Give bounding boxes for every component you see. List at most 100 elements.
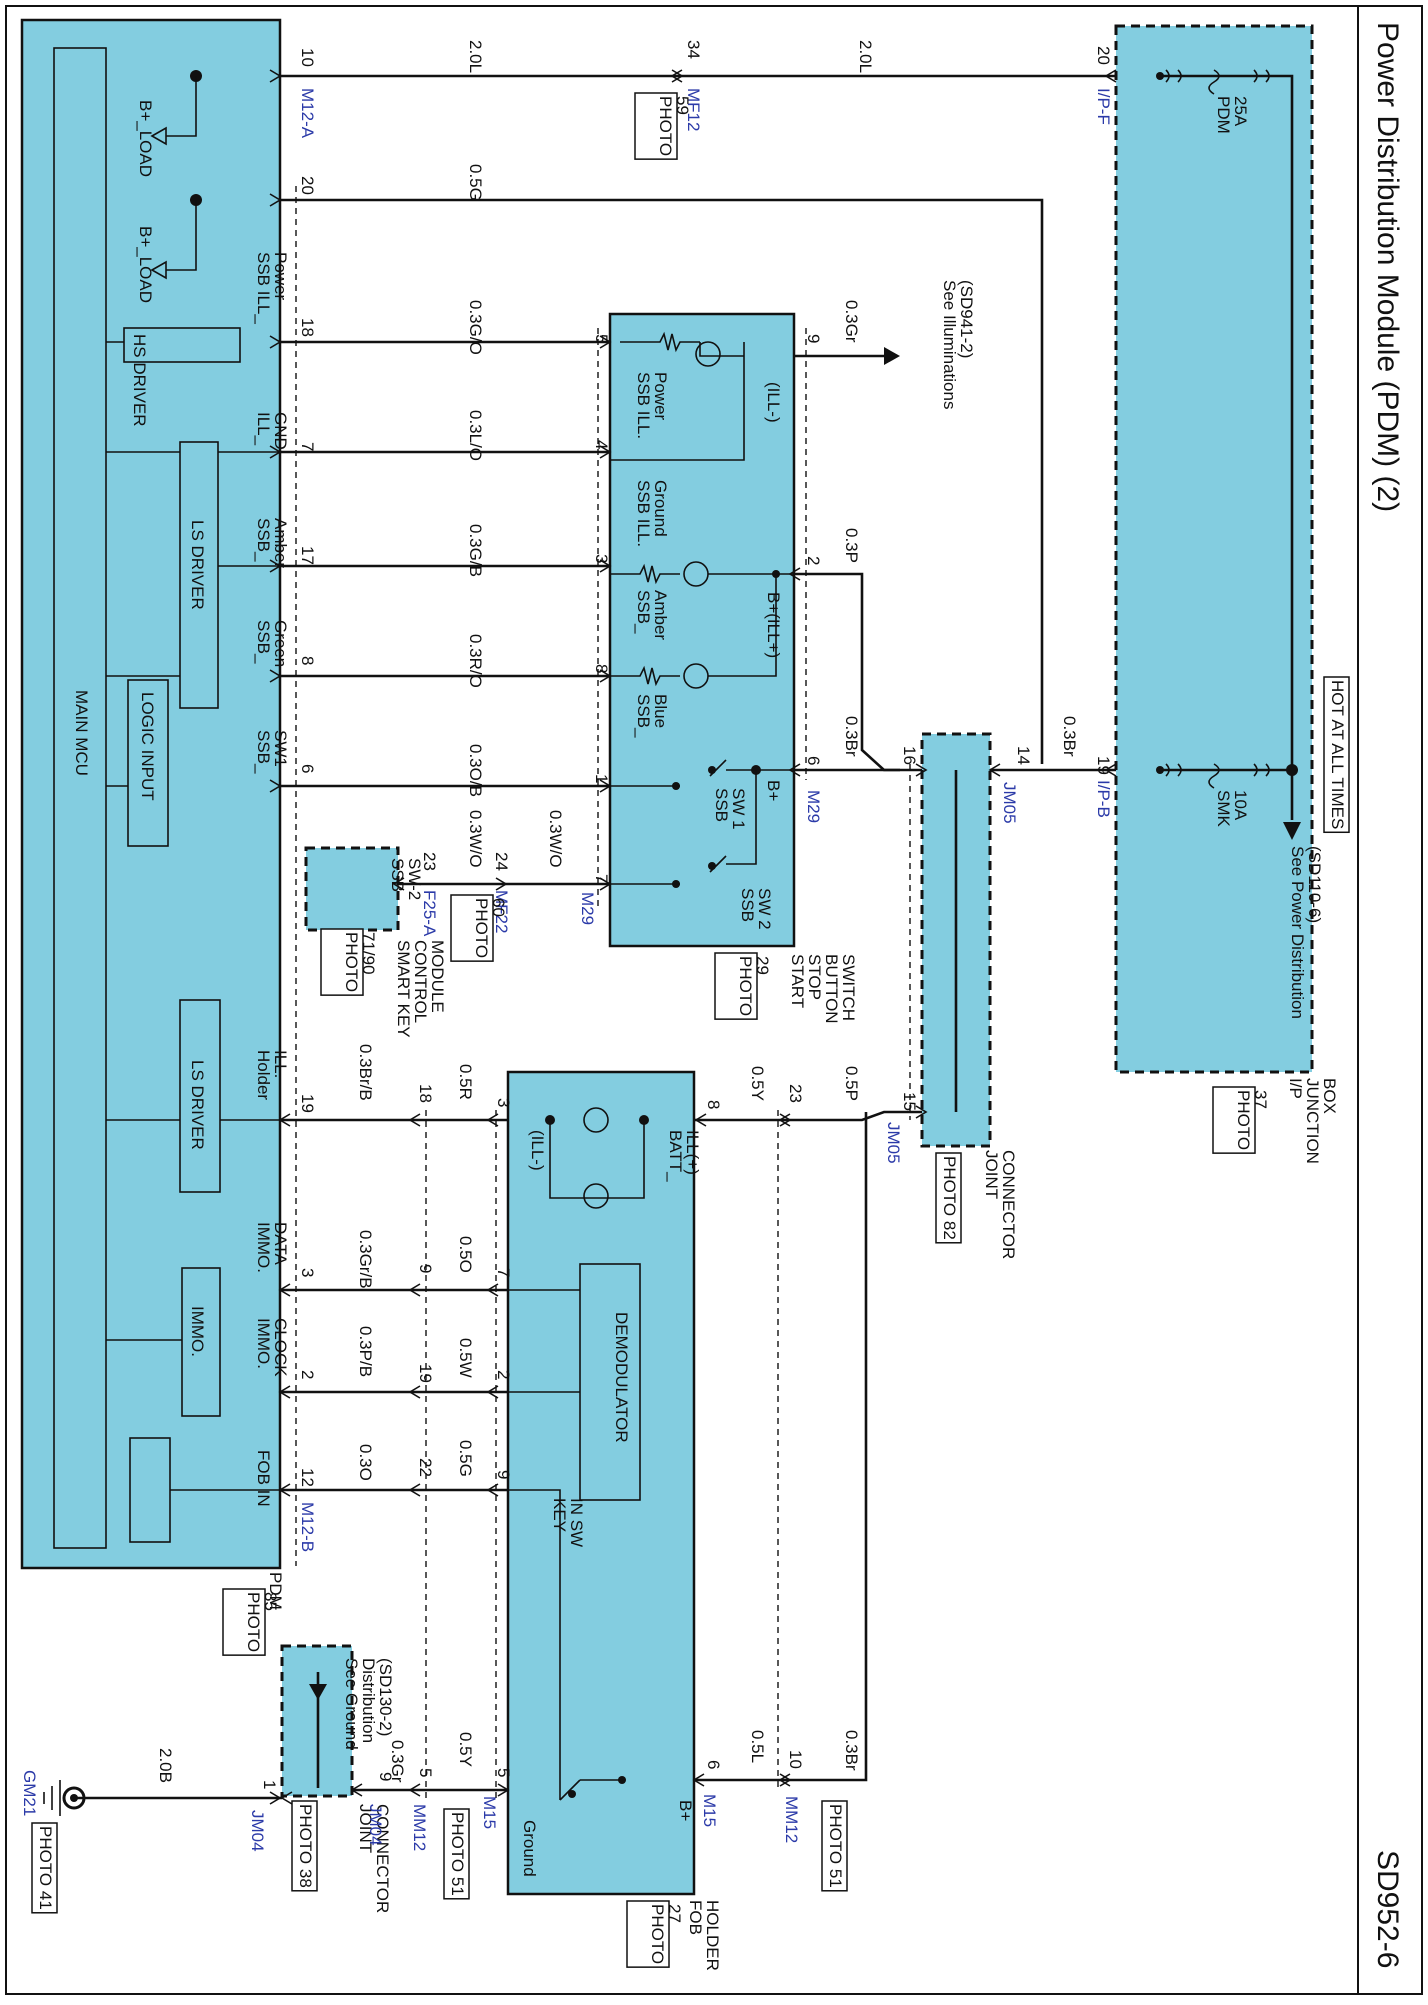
- wire-0-3p-b: 0.3P/B: [356, 1326, 375, 1377]
- see-ground-distribution: See GroundDistribution(SD130-2): [342, 1658, 395, 1750]
- main-mcu-block: [53, 47, 107, 1549]
- see-power-distribution: See Power Distribution(SD110-6): [1288, 846, 1324, 1019]
- ip-box-photo: PHOTO37: [1234, 1090, 1270, 1150]
- wire-2-0l-a: 2.0L: [466, 40, 485, 73]
- ssb-pin-4: 4: [592, 440, 611, 449]
- gm21-photo-box: [31, 1822, 58, 1914]
- conn-mm12b: MM12: [410, 1804, 429, 1851]
- hot-at-all-times: HOT AT ALL TIMES: [1328, 680, 1347, 829]
- pdm-bload-2: B+_LOAD: [136, 226, 155, 303]
- ssb-pin-2: 2: [804, 556, 823, 565]
- ssb-sw2-label: SSBSW 2: [738, 888, 774, 930]
- smk-fuse: SMK10A: [1214, 790, 1250, 828]
- pdm-ill-gnd: ILL_GND: [254, 412, 290, 450]
- pin-6-fob: 6: [704, 1760, 723, 1769]
- conn-jm05b: JM05: [884, 1122, 903, 1164]
- pdm-immo-clock: IMMO.CLOCK: [254, 1318, 290, 1377]
- pin-6: 6: [298, 764, 317, 773]
- ssb-bill-plus: B+(ILL+): [764, 592, 783, 658]
- smk-photo: PHOTO71/90: [342, 932, 378, 992]
- ssb-ill-power-label: SSB ILL.Power: [634, 372, 670, 439]
- pin-2: 2: [298, 1370, 317, 1379]
- ssb-blue-label: SSB_Blue: [634, 694, 670, 738]
- pin-34: 34: [684, 40, 703, 59]
- fob-ill-minus: (ILL-): [528, 1130, 547, 1171]
- wire-0-3gr-b: 0.3Gr/B: [356, 1230, 375, 1289]
- fob-batt-ill: BATT_ILL(+): [666, 1130, 702, 1182]
- wire-0-5g: 0.5G: [466, 164, 485, 201]
- wire-0-3br-c: 0.3Br: [842, 1730, 861, 1771]
- mm12b-photo-box: [443, 1808, 470, 1900]
- jm05-photo-box: [935, 1152, 962, 1244]
- wire-0-5y-b: 0.5Y: [456, 1732, 475, 1767]
- pdm-ls-driver: LS DRIVER: [188, 520, 207, 610]
- jm04-label: JOINTCONNECTOR: [356, 1804, 392, 1913]
- pin-20: 20: [298, 176, 317, 195]
- wire-0-3o: 0.3O: [356, 1444, 375, 1481]
- wire-0-3w-o: 0.3W/O: [466, 810, 485, 868]
- pin-12: 12: [298, 1468, 317, 1487]
- pdm-immo: IMMO.: [188, 1306, 207, 1357]
- conn-m29: M29: [804, 790, 823, 823]
- pin-2-fob: 2: [494, 1370, 513, 1379]
- pdm-ssb-green: SSB_Green: [254, 620, 290, 667]
- conn-ipb: I/P-B: [1094, 780, 1113, 818]
- pin-9-fob: 9: [494, 1470, 513, 1479]
- ssb-pin-8: 8: [592, 664, 611, 673]
- pin-19: 19: [298, 1094, 317, 1113]
- mm12-photo-box: [821, 1800, 848, 1892]
- conn-mm12: MM12: [782, 1796, 801, 1843]
- fob-ground: Ground: [520, 1820, 539, 1877]
- pin-24: 24: [492, 852, 511, 871]
- pin-15: 15: [900, 1092, 919, 1111]
- conn-gm21: GM21: [20, 1770, 39, 1816]
- smart-key-control-module: [304, 846, 400, 932]
- pin-16: 16: [900, 746, 919, 765]
- wire-0-5o: 0.5O: [456, 1236, 475, 1273]
- wires: [74, 74, 1301, 1800]
- connector-dashes: [295, 186, 911, 1800]
- mf22-photo-box: [450, 894, 494, 962]
- wire-0-3l-o: 0.3L/O: [466, 410, 485, 461]
- fob-photo-box: [626, 1900, 670, 1968]
- mm12-photo: PHOTO 51: [826, 1804, 845, 1888]
- ip-box-photo-box: [1212, 1086, 1256, 1154]
- fob-demodulator: DEMODULATOR: [612, 1312, 631, 1443]
- pin-23: 23: [420, 852, 439, 871]
- pdm-photo-box: [222, 1588, 266, 1656]
- page-code: SD952-6: [1371, 1850, 1404, 1968]
- fob-holder-label: FOBHOLDER: [686, 1900, 722, 1971]
- ssb-bplus: B+: [764, 780, 783, 801]
- ssb-pin-1: 1: [592, 774, 611, 783]
- ssb-ill-minus: (ILL-): [764, 382, 783, 423]
- wire-0-3r-o: 0.3R/O: [466, 634, 485, 688]
- pdm-fuse: PDM25A: [1214, 96, 1250, 134]
- conn-jm04a: JM04: [248, 1810, 267, 1852]
- pin-7: 7: [298, 442, 317, 451]
- pin-18b: 18: [416, 1084, 435, 1103]
- pin-8-fob: 8: [704, 1100, 723, 1109]
- pdm-ssb-amber: SSB_Amber: [254, 518, 290, 568]
- mf22-photo: PHOTO60: [472, 898, 508, 958]
- ssb-sw2-box-label: SSBSW-2: [388, 858, 424, 900]
- ssb-pin-5: 5: [592, 334, 611, 343]
- pdm-immo-data: IMMO.DATA: [254, 1222, 290, 1273]
- pin-1: 1: [260, 1780, 279, 1789]
- wire-0-5g-b: 0.5G: [456, 1440, 475, 1477]
- start-stop-button-switch: [608, 312, 796, 948]
- gm21-photo: PHOTO 41: [36, 1826, 55, 1910]
- pdm-photo: PHOTO85: [244, 1592, 280, 1652]
- ssb-pin-7: 7: [592, 874, 611, 883]
- wire-0-3w-o-b: 0.3W/O: [546, 810, 565, 868]
- pdm-logic-input: LOGIC INPUT: [138, 692, 157, 801]
- pin-8: 8: [298, 656, 317, 665]
- conn-f25a: F25-A: [420, 890, 439, 937]
- pin-20-ipf: 20: [1094, 46, 1113, 65]
- pdm-label: PDM: [266, 1572, 285, 1610]
- pin-19-ipb: 19: [1094, 756, 1113, 775]
- ip-junction-box-label: I/PJUNCTIONBOX: [1286, 1078, 1339, 1164]
- wire-0-3o-b: 0.3O/B: [466, 744, 485, 797]
- wire-0-5l: 0.5L: [748, 1730, 767, 1763]
